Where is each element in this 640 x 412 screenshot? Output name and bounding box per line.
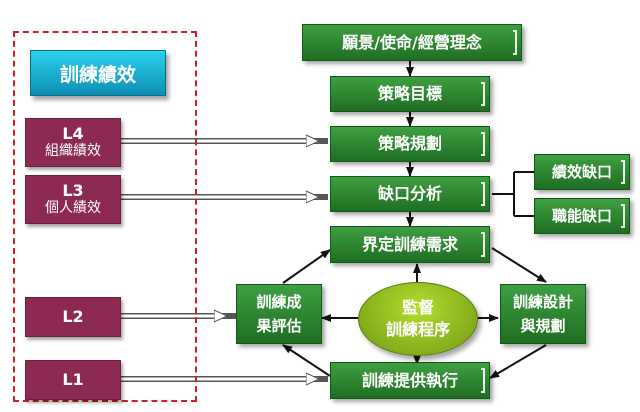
arrow-design-to-delivery (489, 344, 547, 379)
level-l2-code: L2 (62, 307, 84, 326)
level-l4: L4 組織績效 (25, 118, 121, 167)
step-design: 訓練設計 與規劃 (500, 284, 586, 344)
monitor-training-process: 監督 訓練程序 (358, 282, 478, 356)
step-gap-analysis: 缺口分析 (330, 176, 490, 212)
step-delivery: 訓練提供執行 (330, 362, 490, 399)
step-strategy-plan: 策略規劃 (330, 126, 490, 162)
arrow-delivery-to-eval (282, 344, 331, 377)
level-l4-label: 組織績效 (45, 143, 101, 159)
gap-competency: 職能缺口 (534, 198, 630, 234)
step-vision: 願景/使命/經營理念 (302, 24, 522, 61)
level-l1: L1 (25, 360, 121, 400)
step-evaluation: 訓練成 果評估 (236, 284, 322, 344)
level-l4-code: L4 (62, 124, 84, 143)
level-l3-code: L3 (62, 181, 84, 200)
level-l3-label: 個人績效 (45, 200, 101, 216)
gap-performance: 績效缺口 (534, 154, 630, 190)
gap-bracket (492, 171, 534, 217)
level-l1-code: L1 (62, 370, 84, 389)
level-l3: L3 個人績效 (25, 175, 121, 224)
arrow-eval-to-needs (282, 249, 331, 284)
training-performance-frame (13, 31, 197, 402)
step-strategy-goal: 策略目標 (330, 76, 490, 112)
level-l2: L2 (25, 297, 121, 337)
arrow-needs-to-design (491, 247, 547, 283)
step-define-needs: 界定訓練需求 (330, 226, 490, 263)
training-performance-title: 訓練績效 (30, 50, 166, 96)
